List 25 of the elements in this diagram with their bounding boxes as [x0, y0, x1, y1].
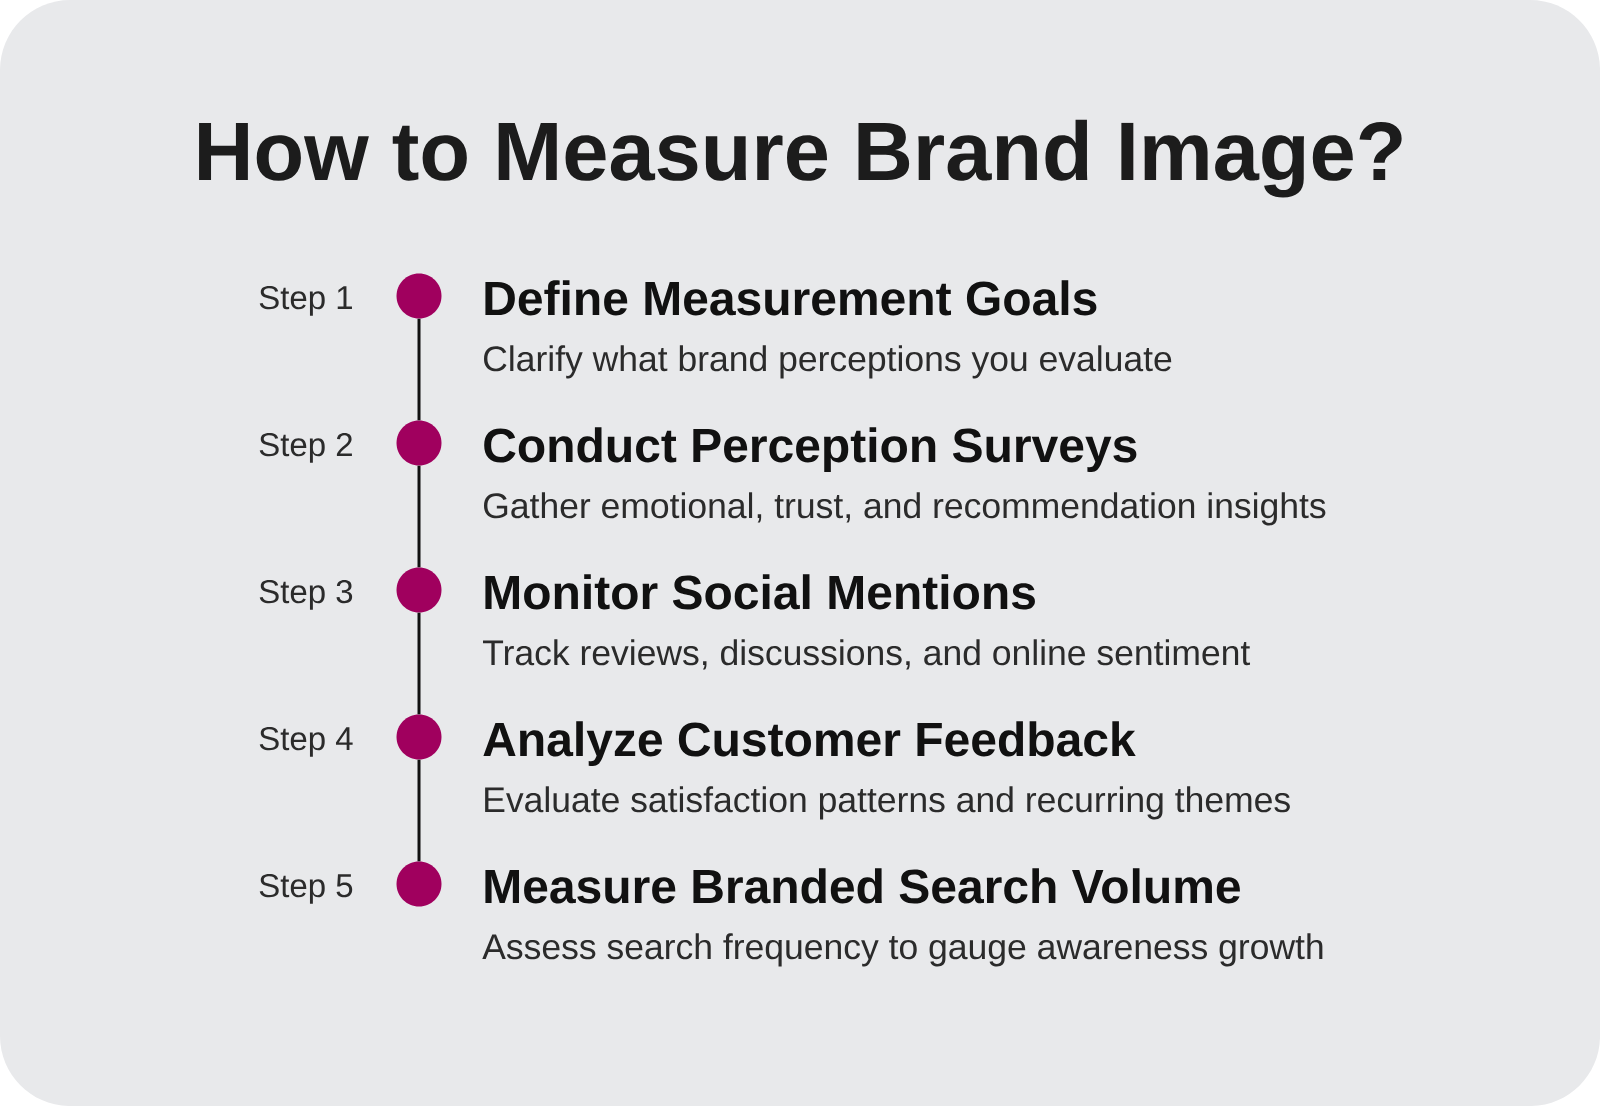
- step-heading: Monitor Social Mentions: [485, 574, 1035, 610]
- step-description: Assess search frequency to gauge awareness growth: [482, 933, 1323, 967]
- connector-line: [417, 759, 421, 862]
- connector-line: [417, 612, 421, 715]
- step-heading: Measure Branded Search Volume: [485, 868, 1240, 904]
- step-label: Step 4: [259, 726, 353, 757]
- step-label: Step 2: [259, 432, 352, 463]
- connector-line: [417, 465, 421, 568]
- step-heading: Define Measurement Goals: [485, 280, 1097, 316]
- timeline-dot: [396, 273, 442, 319]
- timeline-dot: [396, 861, 442, 907]
- connector-line: [417, 318, 421, 421]
- step-description: Track reviews, discussions, and online sentiment: [483, 639, 1250, 670]
- timeline-dot: [396, 420, 442, 466]
- step-description: Clarify what brand perceptions you evaluate: [484, 345, 1172, 379]
- step-label: Step 3: [259, 579, 353, 610]
- timeline-dot: [396, 714, 442, 760]
- step-description: Evaluate satisfaction patterns and recurring themes: [485, 786, 1290, 820]
- timeline-dot: [396, 567, 442, 613]
- step-label: Step 5: [259, 873, 353, 904]
- step-label: Step 1: [259, 285, 352, 316]
- step-heading: Conduct Perception Surveys: [484, 427, 1137, 472]
- step-description: Gather emotional, trust, and recommendation insights: [484, 492, 1326, 526]
- title: How to Measure Brand Image?: [199, 119, 1402, 198]
- step-heading: Analyze Customer Feedback: [483, 721, 1136, 766]
